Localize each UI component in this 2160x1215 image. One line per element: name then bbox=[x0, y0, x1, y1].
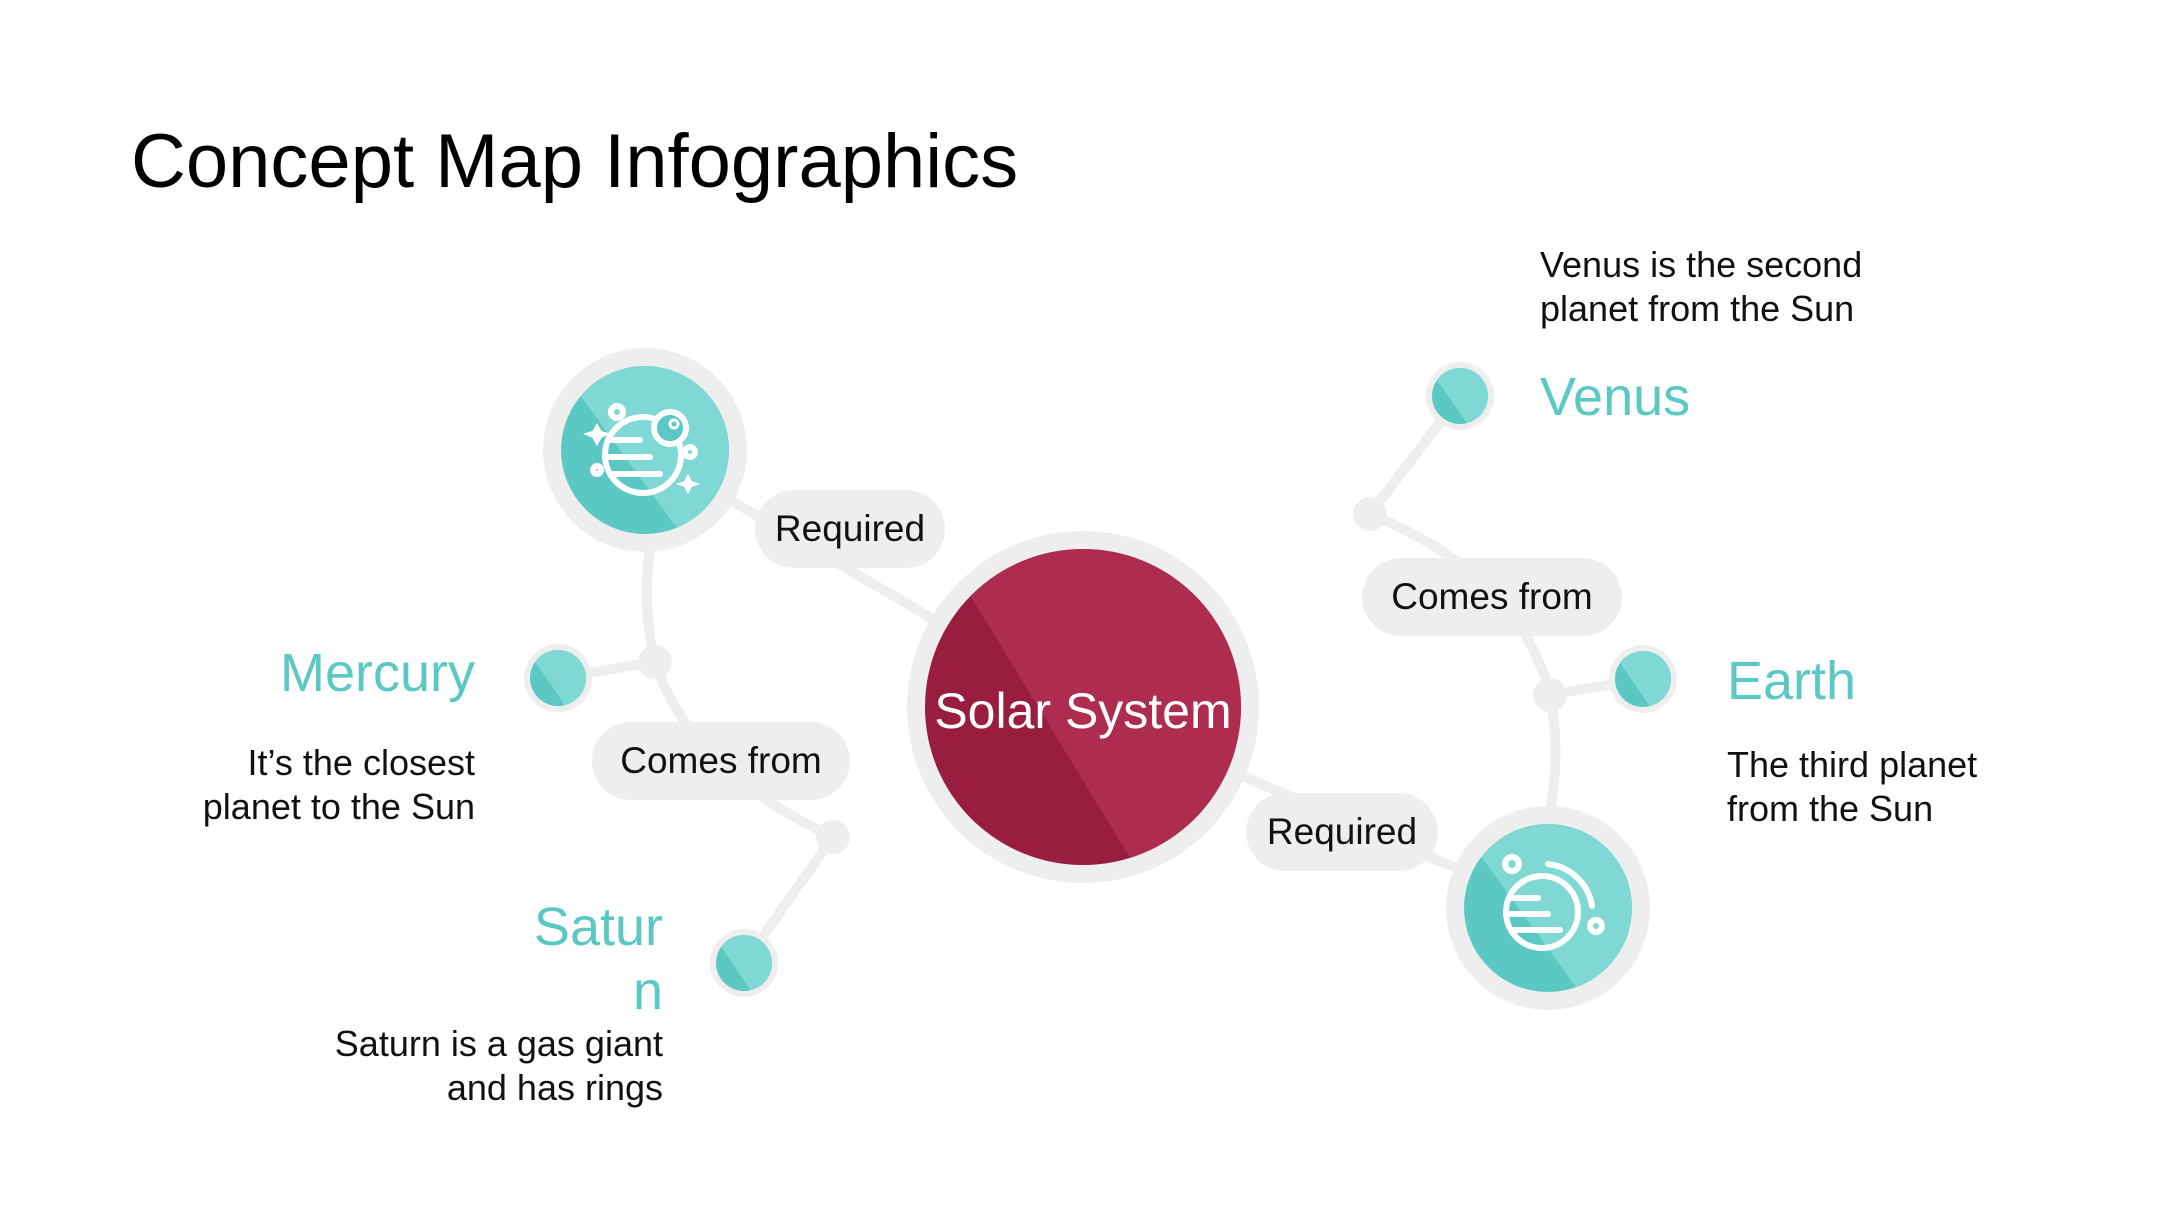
junction-dot bbox=[1533, 678, 1567, 712]
center-label: Solar System bbox=[934, 683, 1232, 739]
center-node bbox=[907, 531, 1259, 883]
connector-left-branch bbox=[641, 530, 841, 968]
junction-dots bbox=[638, 497, 1567, 854]
junction-dot bbox=[1353, 497, 1387, 531]
planet-stars-icon bbox=[583, 403, 701, 496]
earth-dot bbox=[1609, 645, 1677, 713]
earth-label: Earth bbox=[1727, 651, 1857, 711]
saturn-label-line2: n bbox=[632, 961, 663, 1021]
saturn-label-line1: Satur bbox=[533, 897, 663, 957]
page-title: Concept Map Infographics bbox=[131, 119, 1019, 204]
link-label-comes-from-left: Comes from bbox=[592, 722, 850, 800]
mercury-dot bbox=[524, 644, 592, 712]
saturn-description: Saturn is a gas giant and has rings bbox=[334, 1023, 663, 1108]
link-label-comes-from-right: Comes from bbox=[1362, 558, 1622, 636]
connector-right-branch bbox=[1362, 391, 1561, 827]
venus-dot bbox=[1426, 362, 1494, 430]
saturn-dot bbox=[710, 929, 778, 997]
venus-description: Venus is the second planet from the Sun bbox=[1540, 244, 1863, 329]
junction-dot bbox=[816, 820, 850, 854]
mercury-description: It’s the closest planet to the Sun bbox=[202, 742, 475, 827]
mercury-label: Mercury bbox=[279, 643, 475, 703]
junction-dot bbox=[638, 645, 672, 679]
planet-orbit-icon bbox=[1502, 854, 1605, 951]
venus-label: Venus bbox=[1540, 367, 1691, 427]
link-label-required-right: Required bbox=[1246, 793, 1438, 871]
right-hub-node bbox=[1446, 806, 1650, 1010]
earth-description: The third planet from the Sun bbox=[1727, 744, 1978, 829]
link-label-required-left: Required bbox=[755, 490, 945, 568]
left-hub-node bbox=[543, 348, 747, 552]
